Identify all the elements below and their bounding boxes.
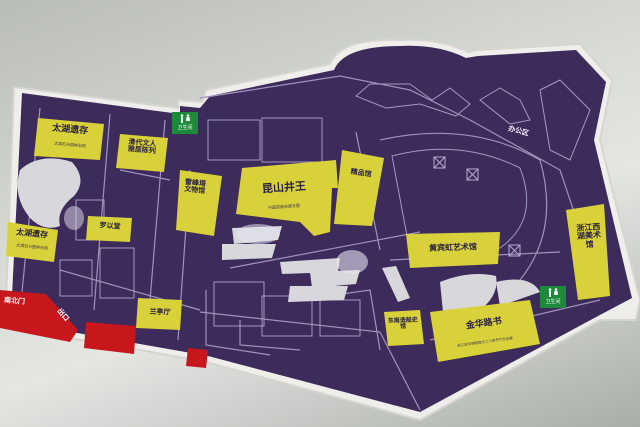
pond-shape [17,158,81,228]
venue-huangbinhong [406,232,500,268]
building-block [310,270,360,288]
venue-leifeng [176,170,222,236]
entrance-strip [0,290,78,342]
venue-luoyi [86,216,132,242]
compass-marker [508,244,521,257]
venue-dongnan [384,310,424,346]
venue-taihu-south [6,222,58,262]
label-entrance: 南北门 [3,296,26,306]
entrance-strip [186,348,208,368]
toilet-label: 卫生间 [177,125,193,131]
venue-jinghua [430,300,540,362]
building-block [288,286,348,302]
entrance-strip [84,322,136,354]
compass-marker [466,168,479,181]
building-block [222,244,276,260]
venue-lanting [136,298,182,330]
building-block [382,266,410,302]
label-dongnan: 东南造船史馆 [387,316,418,331]
toilet-marker [172,112,198,134]
venue-jingpin [334,150,384,226]
venue-kunshan [236,160,338,236]
compass-marker [433,156,446,169]
venue-qingdai [116,134,168,172]
label-zhejiang-xihu: 浙江西湖美术馆 [576,222,602,250]
toilet-marker [540,286,566,308]
toilet-label: 卫生间 [545,299,561,305]
toilet-icon [542,288,564,299]
building-block [496,279,540,306]
toilet-icon [174,114,196,125]
venue-zhejiang-xihu [566,204,610,300]
building-block [280,258,340,274]
label-leifeng: 雷峰塔文物馆 [183,177,207,196]
venue-taihu-north [34,118,104,160]
